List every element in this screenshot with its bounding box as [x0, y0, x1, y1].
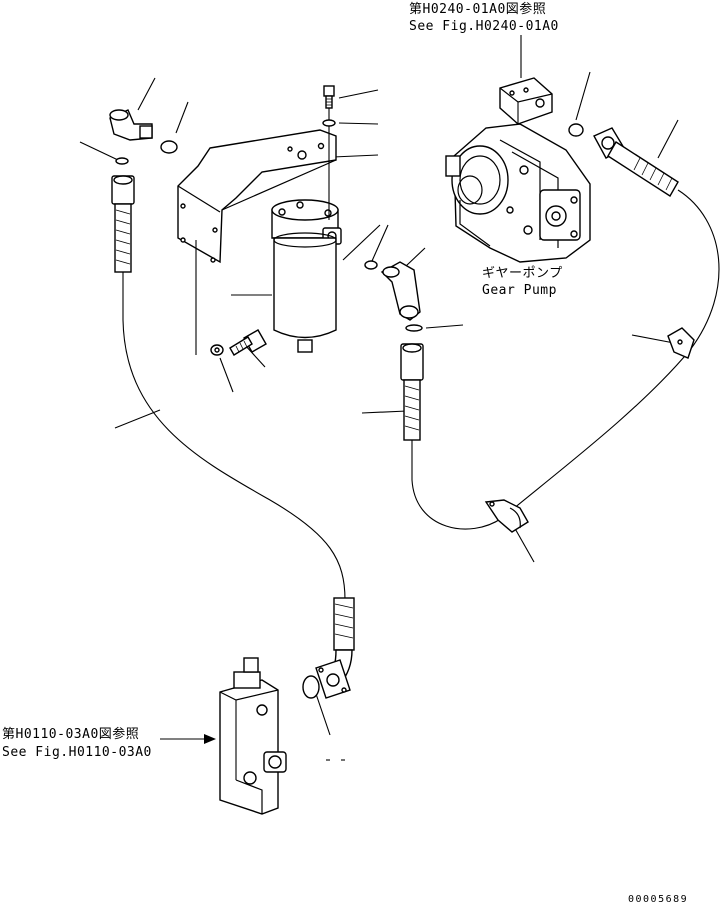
o-ring [364, 260, 378, 270]
filter-bracket [177, 129, 337, 355]
bracket-hole [180, 237, 186, 243]
hose-clamp [667, 327, 695, 359]
hydraulic-filter [271, 199, 342, 353]
hose-left-curve [122, 272, 346, 601]
bracket-hole [212, 227, 218, 233]
hose-clamp [484, 499, 529, 533]
bracket-hole [210, 257, 216, 263]
o-ring [405, 324, 423, 332]
valve-block [219, 657, 287, 815]
hose-right-curve [411, 189, 720, 530]
bracket-hole [317, 142, 325, 150]
washer-hole [214, 347, 220, 353]
drawing-number: 00005689 [628, 894, 688, 905]
ref-left-arrow [160, 734, 216, 744]
bracket-side-bolt [229, 329, 267, 356]
o-ring [160, 140, 178, 154]
o-ring [302, 675, 320, 699]
o-ring [568, 123, 584, 137]
bracket-hole [180, 203, 186, 209]
elbow-fitting-right [380, 261, 421, 321]
leader-lines [79, 71, 679, 761]
gear-pump-label-en: Gear Pump [482, 283, 557, 298]
ref-left-jp: 第H0110-03A0図参照 [2, 726, 139, 742]
hose-left-upper [111, 175, 135, 273]
washer [322, 119, 336, 127]
gear-pump-label-jp: ギヤーポンプ [482, 266, 563, 281]
gear-pump [445, 77, 591, 263]
o-ring [115, 157, 129, 165]
bracket-hole [287, 146, 293, 152]
ref-top-jp: 第H0240-01A0図参照 [409, 1, 546, 17]
bracket-hole [297, 150, 307, 160]
hose-right-upper [400, 343, 424, 441]
elbow-fitting-left [109, 109, 153, 141]
hose-pump-fitting [593, 127, 679, 197]
split-flange [315, 659, 351, 699]
ref-left-en: See Fig.H0110-03A0 [2, 745, 152, 760]
ref-top-en: See Fig.H0240-01A0 [409, 19, 559, 34]
